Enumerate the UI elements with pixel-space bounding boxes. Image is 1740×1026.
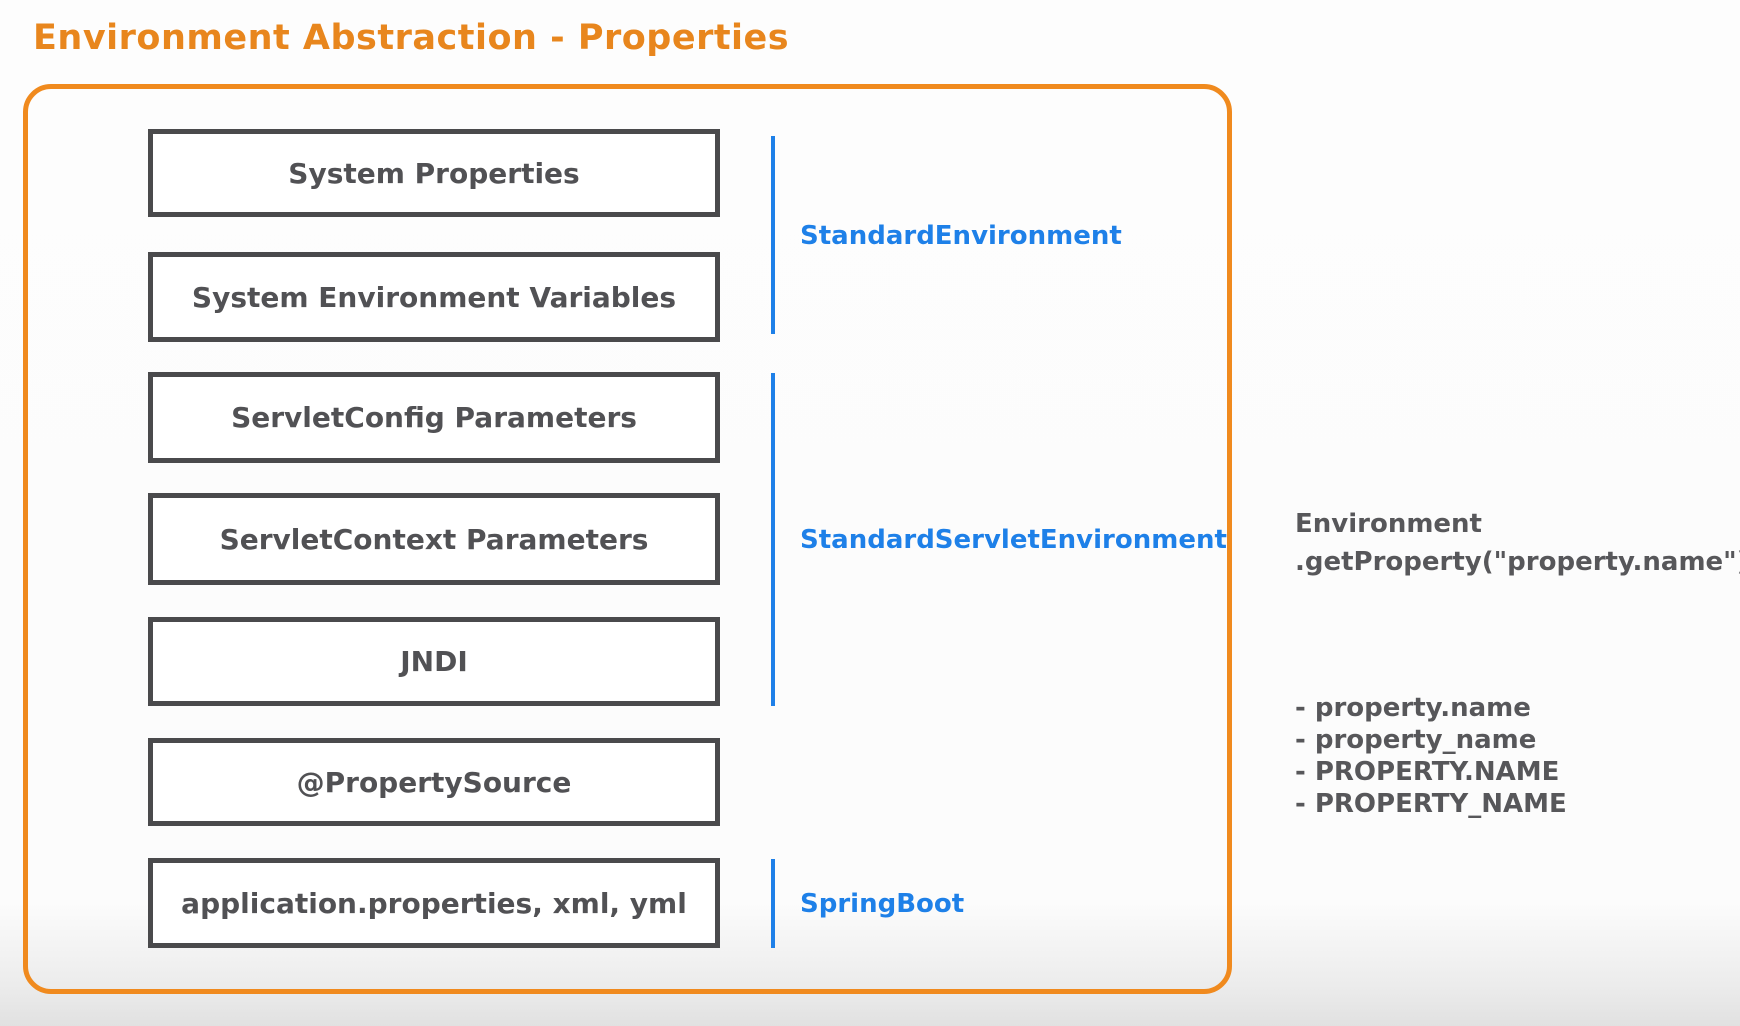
property-name-variants-list: - property.name - property_name - PROPER… <box>1295 692 1567 820</box>
group-label-standard-servlet-environment: StandardServletEnvironment <box>800 525 1227 555</box>
environment-code-line-1: Environment <box>1295 509 1482 539</box>
property-source-box-servletcontext-parameters: ServletContext Parameters <box>148 493 720 585</box>
property-source-box-system-environment-variables: System Environment Variables <box>148 252 720 342</box>
property-name-variant: - property.name <box>1295 693 1531 723</box>
group-label-standard-environment: StandardEnvironment <box>800 221 1122 251</box>
group-line-standard-servlet-environment <box>771 373 775 706</box>
group-label-springboot: SpringBoot <box>800 889 965 919</box>
property-name-variant: - property_name <box>1295 725 1537 755</box>
environment-getproperty-code: Environment .getProperty("property.name"… <box>1295 505 1740 581</box>
property-source-box-application-properties: application.properties, xml, yml <box>148 858 720 948</box>
property-name-variant: - PROPERTY.NAME <box>1295 757 1560 787</box>
environment-frame <box>23 84 1232 994</box>
property-source-box-servletconfig-parameters: ServletConfig Parameters <box>148 372 720 463</box>
environment-code-line-2: .getProperty("property.name") <box>1295 547 1740 577</box>
group-line-springboot <box>771 859 775 948</box>
property-name-variant: - PROPERTY_NAME <box>1295 789 1567 819</box>
page-title: Environment Abstraction - Properties <box>33 18 790 58</box>
property-source-box-propertysource-annotation: @PropertySource <box>148 738 720 826</box>
property-source-box-system-properties: System Properties <box>148 129 720 217</box>
group-line-standard-environment <box>771 136 775 334</box>
property-source-box-jndi: JNDI <box>148 617 720 706</box>
